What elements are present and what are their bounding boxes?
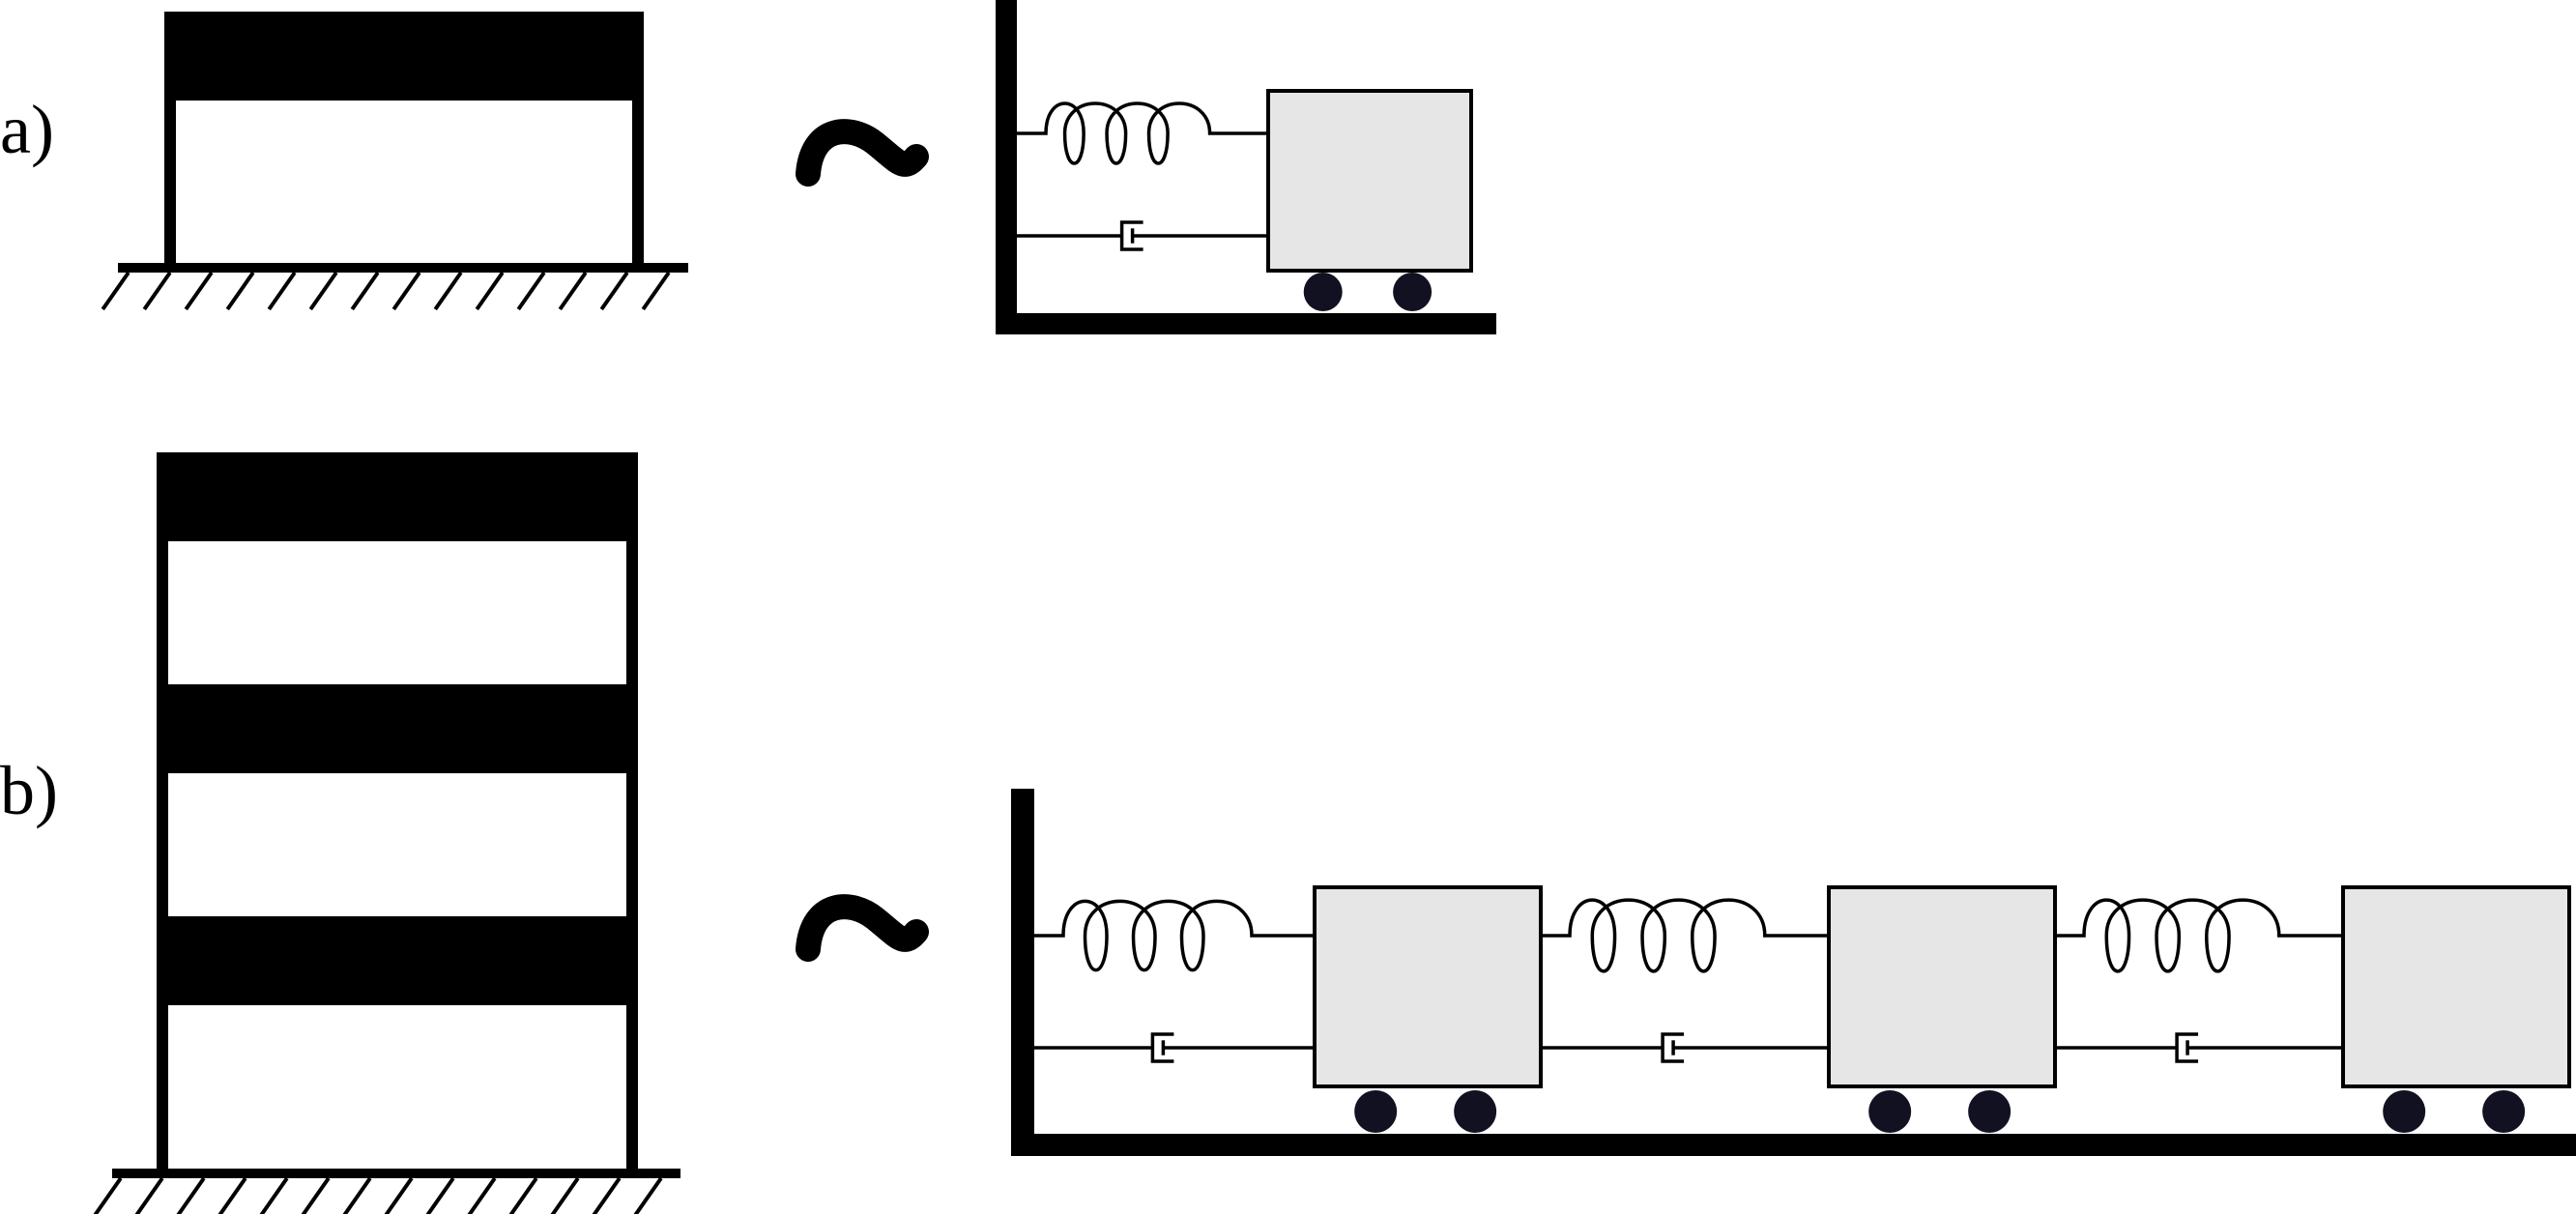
hatch-mark [350, 271, 380, 311]
sdof-model [996, 0, 1496, 334]
hatch-mark [101, 271, 130, 311]
ground-line [118, 263, 688, 273]
equivalence-tilde [796, 119, 929, 187]
spring [1541, 898, 1829, 973]
hatch-mark [176, 1176, 206, 1214]
frame-b [93, 452, 680, 1214]
hatch-mark [550, 1176, 580, 1214]
panel-label-a: a) [0, 91, 54, 168]
hatch-mark [391, 271, 421, 311]
hatch-mark [342, 1176, 372, 1214]
damper-cylinder [2175, 1032, 2199, 1063]
column-right [632, 12, 644, 265]
panel-a: a) [0, 0, 1496, 334]
mass-spring-damper-chain [1017, 89, 1473, 311]
wall [1011, 789, 1034, 1156]
mass-block [1827, 885, 2057, 1088]
damper-cylinder [1119, 220, 1143, 251]
panel-label-b: b) [0, 752, 58, 829]
column-left [164, 12, 176, 265]
spring [2055, 898, 2343, 973]
wheel [1303, 273, 1343, 311]
hatch-mark [93, 1176, 123, 1214]
damper-cylinder [1150, 1032, 1174, 1063]
wheel [1354, 1090, 1398, 1133]
equivalence-tilde [796, 894, 929, 962]
hatch-mark [259, 1176, 289, 1214]
base-floor [1011, 1134, 2576, 1156]
hatch-mark [558, 271, 588, 311]
wheel [1454, 1090, 1497, 1133]
mdof-model [1011, 789, 2576, 1156]
mass-spring-damper-chain [1034, 885, 2571, 1133]
hatch-mark [184, 271, 214, 311]
hatch-mark [599, 271, 629, 311]
panel-b: b) [0, 452, 2576, 1214]
hatch-mark [633, 1176, 663, 1214]
ground-support-b [93, 1169, 680, 1214]
wall [996, 0, 1017, 334]
floor-slab-3 [157, 452, 638, 541]
ground-hatching [101, 271, 671, 311]
wheel [1393, 273, 1433, 311]
floor-slab-2 [157, 684, 638, 773]
damper-cylinder [1661, 1032, 1685, 1063]
column-right [626, 452, 638, 1173]
floor-slab [164, 12, 644, 101]
hatch-mark [225, 271, 255, 311]
column-left [157, 452, 168, 1173]
mass-block [1313, 885, 1543, 1088]
hatch-mark [134, 1176, 164, 1214]
spring [1034, 899, 1315, 972]
hatch-mark [508, 1176, 538, 1214]
floor-slab-1 [157, 916, 638, 1005]
hatch-mark [425, 1176, 455, 1214]
hatch-mark [592, 1176, 622, 1214]
hatch-mark [142, 271, 172, 311]
hatch-mark [475, 271, 505, 311]
hatch-mark [433, 271, 463, 311]
hatch-mark [267, 271, 297, 311]
hatch-mark [467, 1176, 497, 1214]
wheel [2482, 1090, 2526, 1133]
hatch-mark [308, 271, 338, 311]
ground-hatching [93, 1176, 663, 1214]
hatch-mark [301, 1176, 331, 1214]
hatch-mark [217, 1176, 247, 1214]
ground-support-a [101, 263, 688, 311]
frame-a [101, 12, 688, 311]
ground-line [112, 1169, 680, 1178]
mass-block [1266, 89, 1473, 273]
hatch-mark [516, 271, 546, 311]
hatch-mark [641, 271, 671, 311]
spring [1017, 101, 1268, 165]
wheel [1968, 1090, 2012, 1133]
base-floor [996, 313, 1496, 334]
hatch-mark [384, 1176, 414, 1214]
mass-block [2341, 885, 2571, 1088]
wheel [1868, 1090, 1912, 1133]
wheel [2383, 1090, 2426, 1133]
